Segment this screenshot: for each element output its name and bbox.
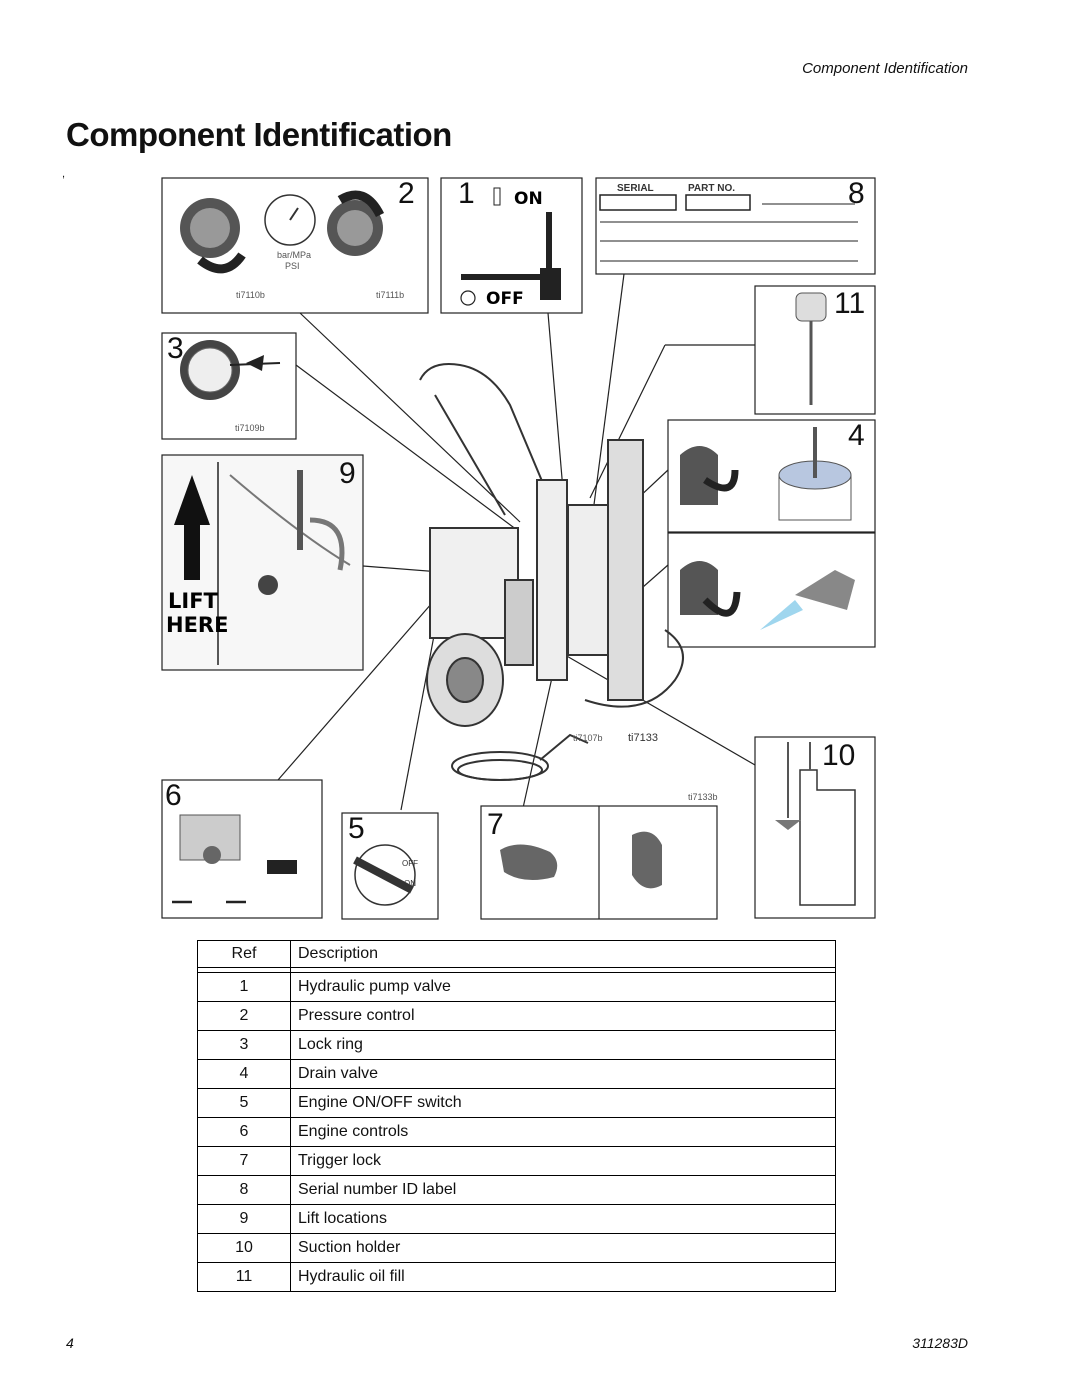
switch-off-text: OFF: [402, 859, 418, 868]
component-figure: .c{font-family:"Liberation Sans",sans-se…: [161, 177, 876, 920]
row-ref: 3: [197, 1030, 291, 1060]
part-no-label: PART NO.: [688, 183, 735, 194]
row-ref: 6: [197, 1117, 291, 1147]
running-header: Component Identification: [802, 60, 968, 77]
off-label: OFF: [486, 289, 524, 309]
switch-on-text: ON: [404, 879, 416, 888]
panel-lift-locations: LIFT HERE 9: [161, 454, 364, 671]
row-description: Lift locations: [290, 1204, 836, 1234]
panel-lock-ring: ti7109b 3: [161, 332, 297, 440]
callout-3: 3: [167, 332, 184, 365]
page-title: Component Identification: [66, 116, 452, 153]
serial-label: SERIAL: [617, 183, 654, 194]
callout-2: 2: [398, 177, 415, 210]
row-description: Engine ON/OFF switch: [290, 1088, 836, 1118]
row-ref: 9: [197, 1204, 291, 1234]
on-label: ON: [514, 189, 543, 209]
callout-5: 5: [348, 812, 365, 845]
row-ref: 11: [197, 1262, 291, 1292]
row-description: Trigger lock: [290, 1146, 836, 1176]
page-number: 4: [66, 1335, 74, 1351]
row-description: Lock ring: [290, 1030, 836, 1060]
header-description: Description: [290, 940, 836, 968]
sprayer-drawing: [419, 363, 684, 781]
panel-engine-controls: 6: [161, 779, 323, 919]
row-description: Pressure control: [290, 1001, 836, 1031]
callout-4: 4: [848, 419, 865, 452]
document-number: 311283D: [912, 1335, 968, 1351]
panel-drain-valve: 4: [667, 419, 876, 533]
figure-code: ti7109b: [235, 423, 265, 433]
panel-hydraulic-valve: 1 ON OFF: [440, 177, 583, 314]
panel-oil-fill: 11: [754, 285, 876, 415]
figure-code: ti7133b: [688, 792, 718, 802]
row-description: Hydraulic pump valve: [290, 972, 836, 1002]
callout-11: 11: [834, 287, 865, 320]
callout-6: 6: [165, 779, 182, 812]
row-ref: 8: [197, 1175, 291, 1205]
here-text: HERE: [166, 613, 228, 637]
row-description: Drain valve: [290, 1059, 836, 1089]
row-description: Engine controls: [290, 1117, 836, 1147]
table-header-row: Ref Description: [197, 940, 836, 968]
lift-text: LIFT: [168, 589, 219, 613]
row-ref: 5: [197, 1088, 291, 1118]
callout-10: 10: [822, 739, 855, 772]
panel-engine-switch: OFF ON 5: [341, 812, 439, 920]
row-description: Suction holder: [290, 1233, 836, 1263]
gauge-unit-label-2: PSI: [285, 261, 300, 271]
row-ref: 1: [197, 972, 291, 1002]
stray-mark: ,: [62, 168, 66, 180]
row-ref: 4: [197, 1059, 291, 1089]
figure-code: ti7110b: [236, 290, 265, 300]
figure-code: ti7133: [628, 732, 658, 744]
panel-pressure-control: bar/MPa PSI ti7110b ti7111b 2: [161, 177, 429, 314]
callout-7: 7: [487, 808, 504, 841]
header-ref: Ref: [197, 940, 291, 968]
row-ref: 2: [197, 1001, 291, 1031]
row-ref: 7: [197, 1146, 291, 1176]
figure-code: ti7107b: [573, 733, 603, 743]
row-description: Hydraulic oil fill: [290, 1262, 836, 1292]
row-ref: 10: [197, 1233, 291, 1263]
panel-trigger-lock: 7: [480, 805, 718, 920]
figure-code: ti7111b: [376, 290, 404, 300]
callout-8: 8: [848, 177, 865, 210]
callout-1: 1: [458, 177, 475, 210]
panel-suction-holder: 10: [754, 736, 876, 919]
row-description: Serial number ID label: [290, 1175, 836, 1205]
gauge-unit-label: bar/MPa: [277, 250, 311, 260]
panel-serial-label: SERIAL PART NO. 8: [595, 177, 876, 275]
panel-drain-valve-open: [667, 532, 876, 648]
callout-9: 9: [339, 457, 356, 490]
